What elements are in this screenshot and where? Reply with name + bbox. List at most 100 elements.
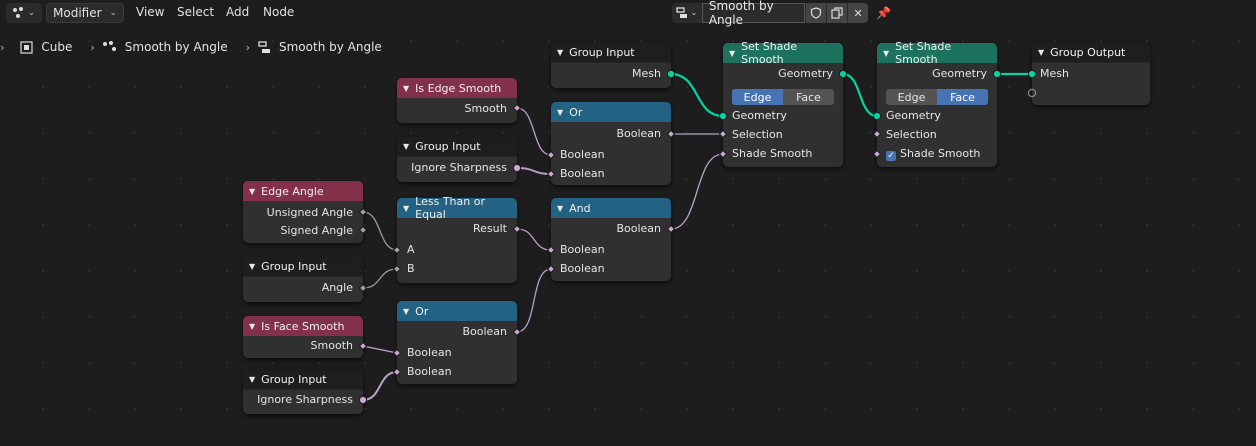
node-group-input-ignore-sharpness-2[interactable]: ▼ Group Input Ignore Sharpness (243, 370, 363, 414)
socket-label-geometry-out: Geometry (932, 67, 987, 80)
shade-smooth-toggle[interactable]: ✓Shade Smooth (886, 147, 980, 161)
socket-label-geometry-in: Geometry (886, 109, 941, 122)
socket-label-unsigned-angle: Unsigned Angle (266, 206, 353, 219)
duplicate-button[interactable] (826, 3, 848, 23)
node-header[interactable]: ▼ And (551, 198, 671, 218)
socket-label-a: A (407, 243, 415, 256)
socket-label-geometry-in: Geometry (732, 109, 787, 122)
collapse-arrow-icon[interactable]: ▼ (403, 306, 410, 316)
node-header[interactable]: ▼ Is Face Smooth (243, 316, 363, 336)
socket-label-smooth: Smooth (464, 102, 507, 115)
node-header[interactable]: ▼ Is Edge Smooth (397, 78, 517, 98)
socket-label-selection: Selection (732, 128, 783, 141)
node-header[interactable]: ▼ Group Input (243, 370, 363, 390)
collapse-arrow-icon[interactable]: ▼ (403, 142, 410, 151)
domain-edge-option[interactable]: Edge (732, 89, 783, 105)
socket-label-boolean-in: Boolean (560, 262, 605, 275)
collapse-arrow-icon[interactable]: ▼ (249, 375, 256, 384)
collapse-arrow-icon[interactable]: ▼ (557, 107, 564, 117)
menu-add[interactable]: Add (226, 5, 250, 19)
socket-label-boolean-out: Boolean (462, 325, 507, 338)
close-icon: ✕ (853, 6, 863, 20)
collapse-arrow-icon[interactable]: ▼ (249, 321, 256, 331)
socket-label-mesh: Mesh (1040, 67, 1069, 80)
node-tree-browse-button[interactable]: ⌄ (672, 3, 702, 23)
node-title: Edge Angle (261, 184, 324, 198)
node-header[interactable]: ▼ Or (551, 102, 671, 122)
node-group-selector: ⌄ Smooth by Angle ✕ (672, 0, 868, 27)
node-or-bottom[interactable]: ▼ Or Boolean Boolean Boolean (397, 301, 517, 384)
socket-label-ignore-sharpness: Ignore Sharpness (411, 161, 507, 174)
editor-header: ⌄ Modifier ⌄ View Select Add Node ⌄ Smoo… (0, 0, 1256, 27)
collapse-arrow-icon[interactable]: ▼ (883, 48, 890, 58)
node-group-input-ignore-sharpness[interactable]: ▼ Group Input Ignore Sharpness (397, 137, 517, 182)
socket-label-signed-angle: Signed Angle (280, 224, 353, 237)
collapse-arrow-icon[interactable]: ▼ (403, 83, 410, 93)
socket-label-boolean-in: Boolean (407, 346, 452, 359)
domain-edge-option[interactable]: Edge (886, 89, 937, 105)
node-group-input-mesh[interactable]: ▼ Group Input Mesh (551, 43, 671, 88)
node-and[interactable]: ▼ And Boolean Boolean Boolean (551, 198, 671, 281)
menu-select[interactable]: Select (177, 5, 215, 19)
node-less-than-or-equal[interactable]: ▼ Less Than or Equal Result A B (397, 195, 517, 283)
node-title: Is Face Smooth (261, 319, 345, 333)
domain-face-option[interactable]: Face (783, 89, 834, 105)
node-title: Or (415, 304, 429, 318)
node-set-shade-smooth-edge[interactable]: ▼ Set Shade Smooth Geometry Edge Face Ge… (723, 40, 843, 167)
node-group-output[interactable]: ▼ Group Output Mesh (1032, 43, 1150, 105)
node-header[interactable]: ▼ Group Input (243, 257, 363, 277)
node-title: Less Than or Equal (415, 195, 485, 221)
breadcrumb-modifier[interactable]: Smooth by Angle (124, 40, 228, 54)
collapse-arrow-icon[interactable]: ▼ (557, 48, 564, 57)
node-group-name-field[interactable]: Smooth by Angle (701, 0, 806, 27)
node-header[interactable]: ▼ Group Input (551, 43, 671, 63)
unlink-button[interactable]: ✕ (847, 3, 868, 23)
breadcrumb: › Cube › Smooth by Angle › Smooth by Ang… (0, 38, 382, 56)
chevron-right-icon: › (0, 40, 5, 54)
checkbox-checked-icon[interactable]: ✓ (886, 151, 896, 161)
socket-label-mesh: Mesh (632, 67, 661, 80)
node-header[interactable]: ▼ Set Shade Smooth (877, 40, 997, 66)
socket-label-b: B (407, 262, 415, 275)
node-header[interactable]: ▼ Group Output (1032, 43, 1150, 63)
socket-label-result: Result (473, 222, 507, 235)
node-header[interactable]: ▼ Group Input (397, 137, 517, 157)
object-icon (20, 40, 34, 54)
node-tree-icon (676, 7, 688, 18)
collapse-arrow-icon[interactable]: ▼ (1038, 48, 1045, 57)
collapse-arrow-icon[interactable]: ▼ (729, 48, 736, 58)
editor-type-selector[interactable]: ⌄ (6, 3, 42, 23)
node-is-edge-smooth[interactable]: ▼ Is Edge Smooth Smooth (397, 78, 517, 123)
breadcrumb-object[interactable]: Cube (41, 40, 73, 54)
node-is-face-smooth[interactable]: ▼ Is Face Smooth Smooth (243, 316, 363, 358)
node-header[interactable]: ▼ Edge Angle (243, 181, 363, 201)
node-header[interactable]: ▼ Less Than or Equal (397, 195, 517, 221)
chevron-right-icon: › (90, 40, 95, 54)
domain-face-option[interactable]: Face (937, 89, 988, 105)
node-or-top[interactable]: ▼ Or Boolean Boolean Boolean (551, 102, 671, 185)
collapse-arrow-icon[interactable]: ▼ (403, 203, 410, 213)
menu-node[interactable]: Node (263, 5, 295, 19)
pin-icon[interactable]: 📌 (876, 6, 891, 20)
chevron-down-icon: ⌄ (27, 8, 36, 18)
node-set-shade-smooth-face[interactable]: ▼ Set Shade Smooth Geometry Edge Face Ge… (877, 40, 997, 167)
socket-label-boolean-out: Boolean (616, 127, 661, 140)
shield-icon (811, 7, 822, 19)
collapse-arrow-icon[interactable]: ▼ (249, 262, 256, 271)
node-editor-icon (12, 7, 25, 19)
node-header[interactable]: ▼ Or (397, 301, 517, 321)
node-group-input-angle[interactable]: ▼ Group Input Angle (243, 257, 363, 302)
socket-label-ignore-sharpness: Ignore Sharpness (257, 393, 353, 406)
socket-label-shade-smooth: Shade Smooth (732, 147, 813, 160)
fake-user-button[interactable] (805, 3, 827, 23)
collapse-arrow-icon[interactable]: ▼ (557, 203, 564, 213)
mode-dropdown[interactable]: Modifier ⌄ (46, 3, 124, 23)
node-header[interactable]: ▼ Set Shade Smooth (723, 40, 843, 66)
chevron-down-icon: ⌄ (690, 8, 698, 18)
collapse-arrow-icon[interactable]: ▼ (249, 186, 256, 196)
menu-view[interactable]: View (136, 5, 165, 19)
node-title: Group Input (415, 140, 481, 153)
node-edge-angle[interactable]: ▼ Edge Angle Unsigned Angle Signed Angle (243, 181, 363, 243)
breadcrumb-node-group[interactable]: Smooth by Angle (279, 40, 382, 54)
socket-label-selection: Selection (886, 128, 937, 141)
